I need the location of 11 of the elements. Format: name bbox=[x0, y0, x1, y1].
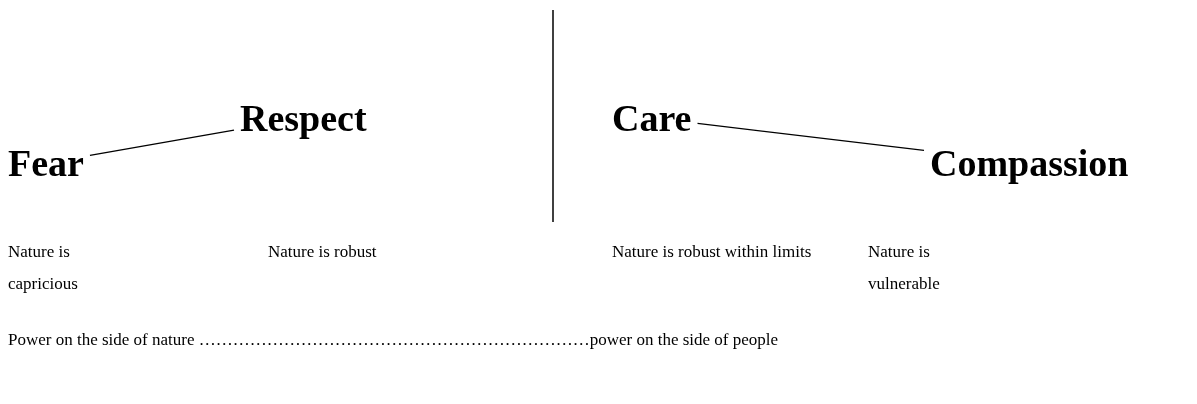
description-text: Nature is robust bbox=[268, 241, 378, 263]
description-text: Nature is vulnerable bbox=[868, 241, 941, 295]
concept-label: Fear bbox=[8, 141, 84, 185]
concept-label: Care bbox=[612, 96, 692, 140]
description-text: Nature is capricious bbox=[8, 241, 79, 295]
description-text: Nature is robust within limits bbox=[612, 241, 812, 263]
concept-label: Compassion bbox=[930, 141, 1129, 185]
connecting-line bbox=[696, 122, 925, 152]
concept-label: Respect bbox=[240, 96, 367, 140]
description-text: Power on the side of nature ……………………………………………………………power on the side of people bbox=[8, 329, 780, 351]
connecting-line bbox=[89, 129, 235, 156]
